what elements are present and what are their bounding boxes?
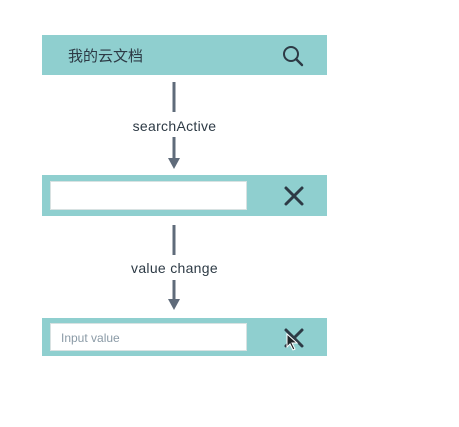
transition-label-1: searchActive [132,118,217,134]
search-input-placeholder[interactable]: Input value [50,323,247,351]
mouse-cursor-icon [286,333,299,351]
search-bar-value: Input value [42,318,327,356]
close-icon[interactable] [283,185,305,207]
input-placeholder: Input value [61,331,120,345]
search-bar-active [42,175,327,216]
search-input[interactable] [50,181,247,210]
search-icon[interactable] [281,44,305,68]
transition-label-2: value change [131,260,218,276]
transition-arrow-1 [168,82,180,169]
search-bar-title: 我的云文档 [68,48,144,65]
search-bar: 我的云文档 [42,35,327,75]
transition-arrow-2 [168,225,180,310]
